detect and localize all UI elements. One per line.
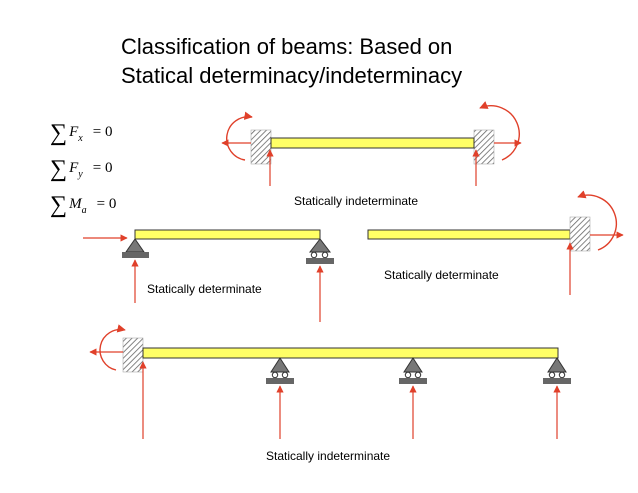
label-continuous: Statically indeterminate — [266, 449, 391, 463]
beam-fixed-fixed — [270, 137, 475, 149]
eq-equals: = — [96, 196, 106, 212]
eq-variable: M — [69, 196, 82, 212]
eq-rhs: 0 — [108, 196, 117, 212]
label-fixed-fixed: Statically indeterminate — [294, 194, 419, 208]
slide-title: Classification of beams: Based on Static… — [121, 32, 462, 90]
equilibrium-eq-ma: ∑Ma = 0 — [50, 192, 116, 219]
title-line-1: Classification of beams: Based on — [121, 34, 453, 59]
beam-simply-supported — [134, 229, 321, 240]
equilibrium-eq-fx: ∑Fx = 0 — [50, 120, 112, 147]
moment-arrow-icon — [99, 324, 126, 371]
fixed-support-icon — [473, 129, 495, 165]
label-simply-supported: Statically determinate — [147, 282, 262, 296]
eq-subscript: y — [78, 169, 83, 180]
beam-continuous — [142, 347, 559, 359]
roller-support-icon — [399, 357, 427, 384]
equilibrium-eq-fy: ∑Fy = 0 — [50, 156, 112, 183]
moment-arrow-icon — [479, 101, 520, 161]
pin-support-icon — [122, 238, 149, 258]
roller-support-icon — [543, 357, 571, 384]
beam-cantilever — [367, 229, 571, 240]
moment-arrow-icon — [577, 190, 618, 251]
sum-symbol: ∑ — [50, 156, 68, 182]
eq-rhs: 0 — [104, 160, 113, 176]
fixed-support-icon — [250, 129, 272, 165]
beam-fixed-fixed-group — [221, 101, 522, 186]
eq-variable: F — [69, 124, 79, 140]
beam-continuous-group — [89, 324, 571, 439]
eq-subscript: x — [78, 133, 83, 144]
beam-simply-supported-group — [83, 229, 334, 322]
eq-equals: = — [92, 160, 102, 176]
eq-variable: F — [69, 160, 79, 176]
beam-cantilever-group — [367, 190, 624, 295]
roller-support-icon — [306, 238, 334, 264]
roller-support-icon — [266, 357, 294, 384]
eq-equals: = — [92, 124, 102, 140]
fixed-support-icon — [569, 216, 591, 252]
sum-symbol: ∑ — [50, 120, 68, 146]
eq-rhs: 0 — [104, 124, 113, 140]
title-line-2: Statical determinacy/indeterminacy — [121, 63, 463, 88]
fixed-support-icon — [122, 337, 144, 373]
moment-arrow-icon — [226, 111, 253, 161]
eq-subscript: a — [81, 205, 87, 216]
sum-symbol: ∑ — [50, 192, 68, 218]
label-cantilever: Statically determinate — [384, 268, 499, 282]
